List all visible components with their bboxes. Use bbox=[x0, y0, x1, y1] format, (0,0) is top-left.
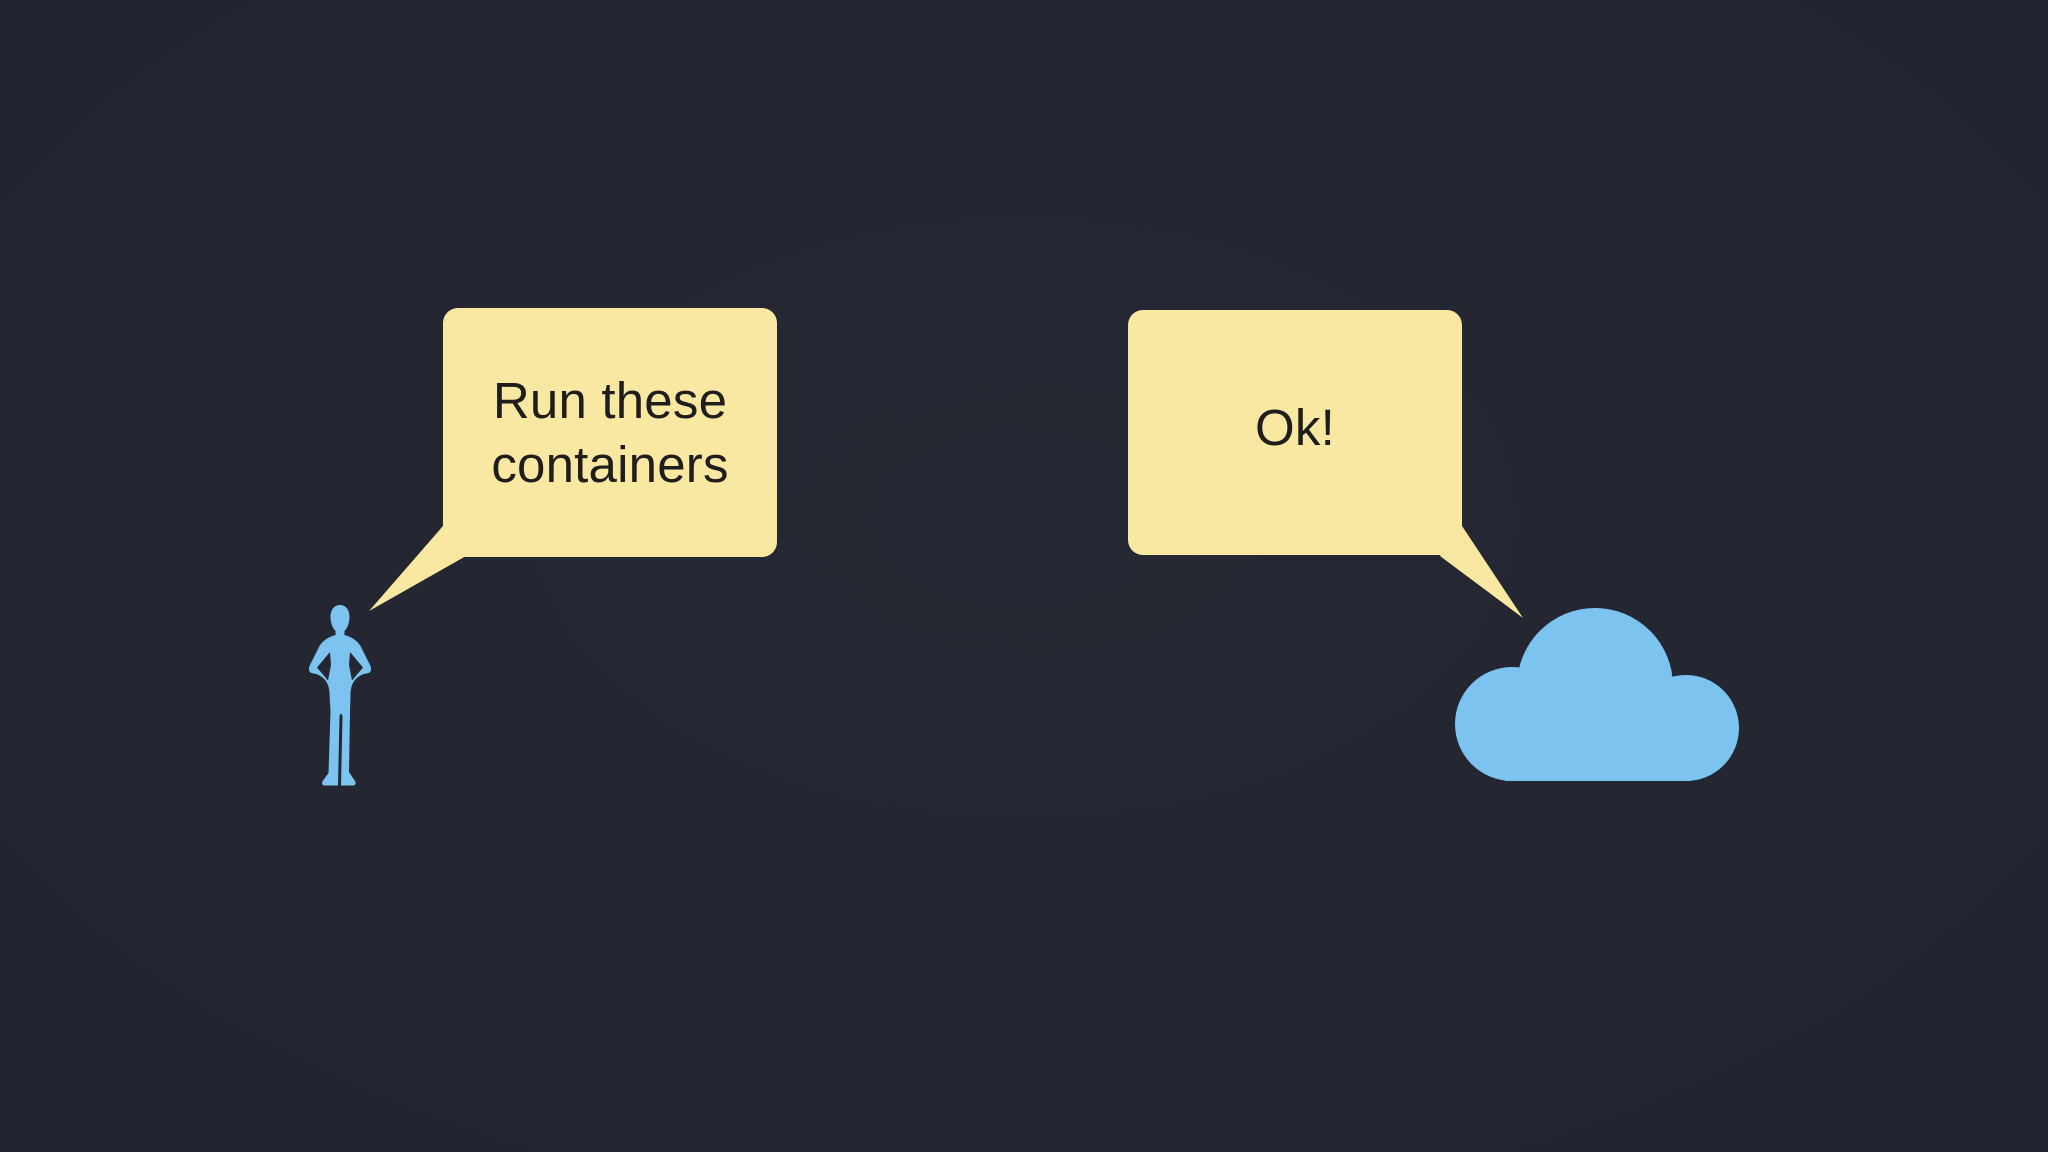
left-speech-bubble-shape bbox=[443, 308, 777, 557]
right-bubble-text: Ok! bbox=[1255, 398, 1335, 456]
right-speech-bubble-shape bbox=[1128, 310, 1462, 555]
right-bubble-tail bbox=[1440, 526, 1523, 618]
left-bubble-tail bbox=[369, 526, 466, 611]
right-speech-bubble bbox=[1128, 310, 1523, 618]
person-icon bbox=[308, 605, 372, 786]
cloud-icon bbox=[1455, 608, 1739, 781]
left-speech-bubble bbox=[369, 308, 777, 611]
left-bubble-text: Run these containers bbox=[491, 371, 729, 493]
